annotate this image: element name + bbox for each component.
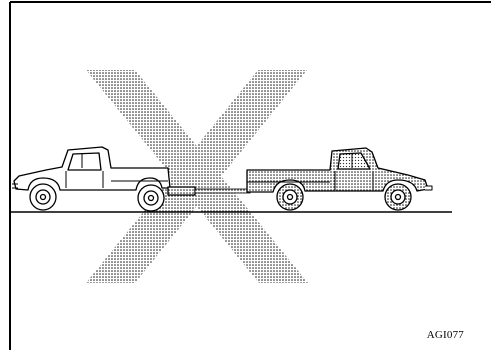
figure-reference-code: AGI077 <box>427 329 464 341</box>
tow-bar <box>195 189 250 193</box>
towed-vehicle-pickup-truck-icon <box>247 148 432 210</box>
